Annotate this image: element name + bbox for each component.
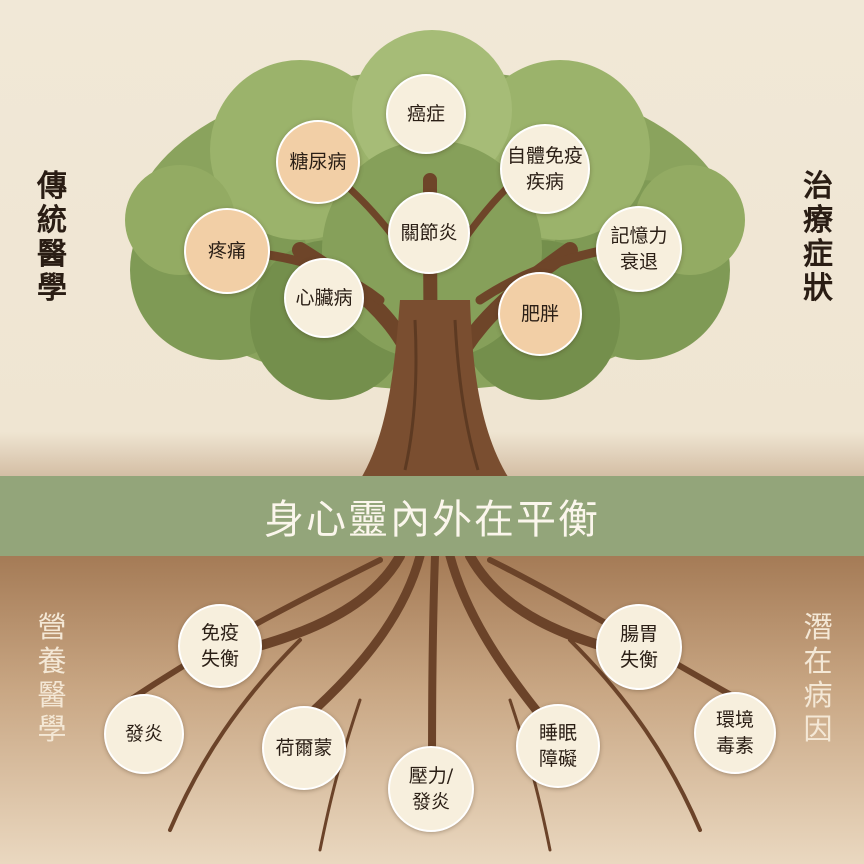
symptom-node-arthritis: 關節炎 [388,192,470,274]
cause-node-sleep-disorder: 睡眠 障礙 [516,704,600,788]
symptom-label: 癌症 [406,103,445,125]
symptom-node-cancer: 癌症 [386,74,466,154]
symptom-node-autoimmune: 自體免疫 疾病 [500,124,590,214]
tree-trunk [360,300,510,480]
symptom-label: 糖尿病 [289,151,347,173]
cause-label: 環境 毒素 [715,709,754,757]
symptom-label: 記憶力 衰退 [610,225,668,273]
cause-label: 荷爾蒙 [275,737,333,759]
symptom-node-pain: 疼痛 [184,208,270,294]
balance-banner: 身心靈內外在平衡 [0,476,864,556]
cause-node-immune-imbalance: 免疫 失衡 [178,604,262,688]
symptom-node-obesity: 肥胖 [498,272,582,356]
label-root-causes: 潛在病因 [803,610,833,746]
cause-label: 睡眠 障礙 [538,722,577,770]
symptom-node-heart-disease: 心臟病 [284,258,364,338]
symptom-node-diabetes: 糖尿病 [276,120,360,204]
cause-label: 免疫 失衡 [200,622,239,670]
cause-label: 腸胃 失衡 [619,623,658,671]
symptom-label: 關節炎 [400,222,458,244]
label-treat-symptoms: 治療症狀 [803,169,833,306]
cause-node-stress-inflammation: 壓力/ 發炎 [388,746,474,832]
label-traditional-medicine: 傳統醫學 [37,169,67,306]
cause-node-environmental-toxins: 環境 毒素 [694,692,776,774]
label-nutritional-medicine: 營養醫學 [37,610,67,746]
symptom-label: 心臟病 [295,287,353,309]
symptom-node-memory-decline: 記憶力 衰退 [596,206,682,292]
balance-banner-text: 身心靈內外在平衡 [264,497,600,543]
symptom-label: 自體免疫 疾病 [506,145,583,193]
cause-node-inflammation: 發炎 [104,694,184,774]
cause-node-gut-imbalance: 腸胃 失衡 [596,604,682,690]
symptom-label: 疼痛 [207,240,246,262]
cause-node-hormones: 荷爾蒙 [262,706,346,790]
symptom-label: 肥胖 [520,303,559,325]
cause-label: 壓力/ 發炎 [408,765,454,813]
cause-label: 發炎 [124,723,163,745]
